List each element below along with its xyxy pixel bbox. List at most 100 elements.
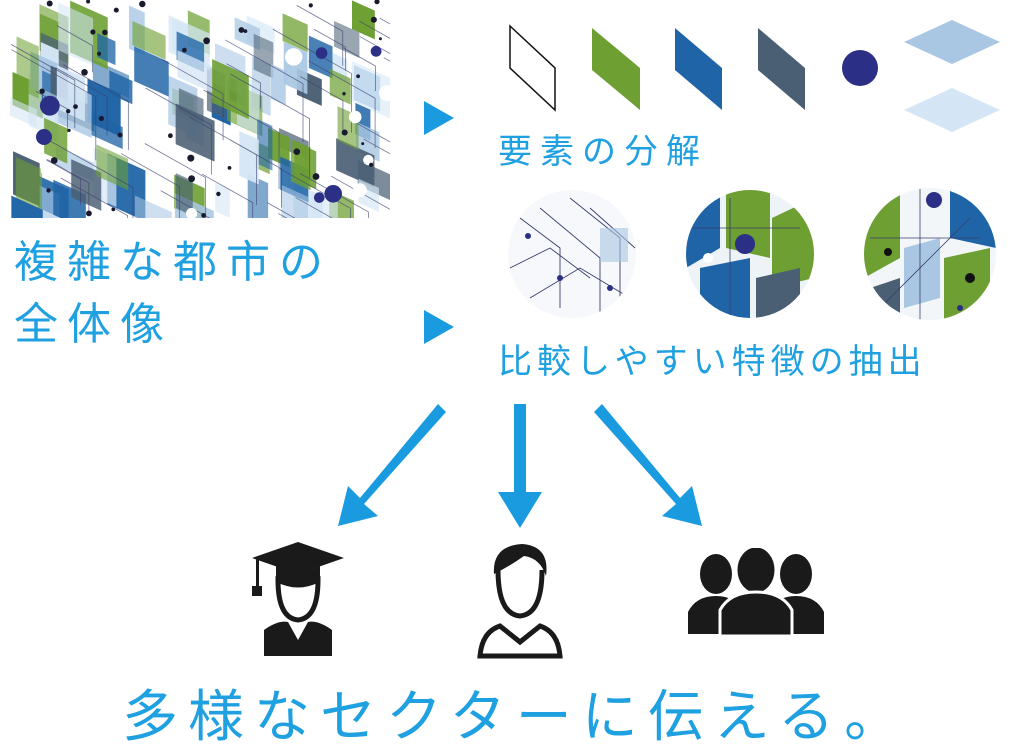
mosaic-tile <box>109 70 133 105</box>
mosaic-dot <box>369 162 374 167</box>
mosaic-tile <box>134 195 172 218</box>
outline-parallelogram-icon <box>509 24 556 112</box>
arrow-down-center <box>498 404 542 528</box>
mosaic-tile <box>178 88 204 123</box>
mosaic-line <box>296 5 344 66</box>
mosaic-dot <box>341 129 348 136</box>
mosaic-line <box>11 49 97 161</box>
mosaic-dot <box>98 115 104 122</box>
mosaic-line <box>299 173 369 218</box>
mosaic-line <box>229 139 282 208</box>
mosaic-tile <box>58 2 94 66</box>
mosaic-tile <box>16 157 43 211</box>
mosaic-dot <box>353 183 367 198</box>
mosaic-dot <box>97 51 102 56</box>
feature-circle-blocks <box>686 190 814 318</box>
mosaic-dot <box>361 142 365 146</box>
mosaic-dot <box>378 37 382 41</box>
arrow-right-decomposition <box>424 101 454 135</box>
mosaic-dot <box>188 175 196 183</box>
extraction-label: 比較しやすい特徴の抽出 <box>498 342 927 382</box>
mosaic-tile <box>336 138 375 188</box>
mosaic-tile <box>351 0 375 40</box>
mosaic-dot <box>139 0 146 8</box>
mosaic-dot <box>257 4 275 22</box>
mosaic-tile <box>175 173 193 216</box>
mosaic-dot <box>324 185 343 203</box>
mosaic-tile <box>10 97 37 128</box>
mosaic-dot <box>39 88 45 94</box>
mosaic-tile <box>281 184 308 218</box>
mosaic-dot <box>40 162 55 177</box>
mosaic-line <box>226 63 261 109</box>
mosaic-tile <box>282 13 308 53</box>
mosaic-dot <box>363 154 374 166</box>
mosaic-line <box>55 67 108 136</box>
mosaic-dot <box>81 69 88 76</box>
mosaic-tile <box>96 144 129 191</box>
mosaic-dot <box>201 213 207 218</box>
arrow-down-right <box>594 404 702 526</box>
mosaic-line <box>299 76 344 133</box>
mosaic-dot <box>66 109 71 114</box>
mosaic-dot <box>39 95 60 116</box>
person-icon <box>477 544 563 659</box>
mosaic-tile <box>351 60 390 119</box>
mosaic-dot <box>227 166 232 170</box>
arrow-right-extraction <box>424 310 454 344</box>
mosaic-tile <box>215 182 230 218</box>
mosaic-line <box>352 120 390 143</box>
mosaic-dot <box>186 207 198 218</box>
mosaic-line <box>63 64 129 151</box>
mosaic-dot <box>370 45 382 57</box>
blue-parallelogram-icon <box>675 28 722 110</box>
mosaic-dot <box>67 128 71 132</box>
mosaic-dot <box>50 157 58 164</box>
group-icon <box>688 548 824 638</box>
mosaic-dot <box>378 85 390 101</box>
mosaic-dot <box>293 148 301 155</box>
mosaic-tile <box>11 195 43 218</box>
mosaic-dot <box>46 0 53 7</box>
mosaic-dot <box>86 0 91 4</box>
mosaic-tile <box>44 117 68 164</box>
mosaic-line <box>60 177 128 218</box>
mosaic-dot <box>269 0 280 10</box>
mosaic-dot <box>168 133 173 139</box>
mosaic-line <box>279 167 351 218</box>
mosaic-dot <box>370 16 377 23</box>
mosaic-dot <box>73 104 78 109</box>
mosaic-line <box>46 159 81 205</box>
mosaic-line <box>341 46 376 91</box>
mosaic-dot <box>243 29 248 33</box>
feature-circle-mixed <box>864 188 996 320</box>
mosaic-dot <box>308 3 313 8</box>
mosaic-line <box>313 28 347 71</box>
mosaic-line <box>295 197 333 218</box>
decomposition-label: 要素の分解 <box>498 132 708 172</box>
mosaic-dot <box>117 132 123 138</box>
mosaic-dot <box>312 173 320 180</box>
mosaic-tile <box>270 63 286 106</box>
mosaic-dot <box>314 192 325 203</box>
mosaic-tile <box>53 179 86 218</box>
feature-circles <box>508 188 996 320</box>
mosaic-tile <box>132 20 166 60</box>
mosaic-tile <box>234 17 260 51</box>
mosaic-line <box>120 153 180 218</box>
mosaic-dot <box>86 210 92 217</box>
mosaic-line <box>56 25 93 73</box>
mosaic-dot <box>187 154 195 162</box>
mosaic-dot <box>90 29 96 35</box>
mosaic-line <box>201 173 254 218</box>
mosaic-dot <box>36 129 52 145</box>
mosaic-line <box>145 87 212 175</box>
arrow-down-left <box>338 404 446 526</box>
mosaic-dot <box>203 37 211 45</box>
mosaic-tile <box>177 50 214 94</box>
mosaic-dot <box>46 188 51 193</box>
city-whole-label-line1: 複雑な都市の <box>14 237 332 288</box>
mosaic-dot <box>102 29 108 36</box>
mosaic-dot <box>315 47 328 59</box>
mosaic-tile <box>97 33 116 66</box>
